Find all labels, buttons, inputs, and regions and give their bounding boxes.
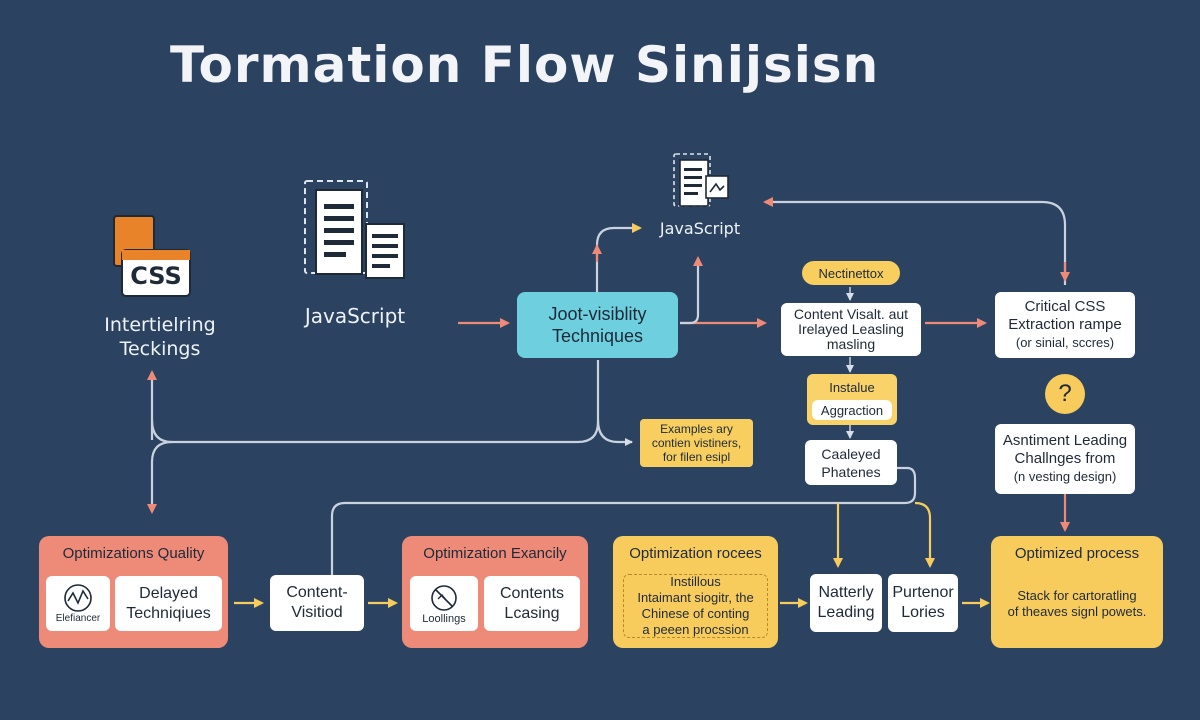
- contents-line2: Lcasing: [504, 604, 560, 622]
- delayed-line2: Techniqiues: [126, 604, 211, 622]
- chart-icon: [64, 584, 92, 612]
- examples-line1: Examples ary: [660, 422, 733, 436]
- group-optimization-rocees[interactable]: Optimization rocees Instillous Intaimant…: [613, 536, 778, 648]
- document-icon: [302, 178, 410, 282]
- chart-icon-box[interactable]: Elefiancer: [46, 576, 110, 631]
- content-visual-line1: Content Visalt. aut: [793, 306, 909, 322]
- assessment-line1: Asntiment Leading: [1002, 432, 1128, 449]
- critical-line1: Critical CSS: [1024, 298, 1106, 315]
- group2-title: Optimization Exancily: [423, 545, 567, 562]
- content-visual-line3: masling: [826, 336, 876, 352]
- connector-left-to-techniques: [150, 360, 600, 444]
- content-visual-line2: Irelayed Leasling: [798, 321, 904, 337]
- content-visitiod-line1: Content-: [286, 584, 348, 601]
- natterly-line2: Leading: [817, 604, 875, 621]
- content-visual-node[interactable]: Content Visalt. aut Irelayed Leasling ma…: [781, 303, 921, 356]
- group-optimization-exancily[interactable]: Optimization Exancily Loollings Contents…: [402, 536, 588, 648]
- caaleyed-line1: Caaleyed: [821, 445, 881, 462]
- doc-label: JavaScript: [304, 304, 406, 328]
- content-visitiod-node[interactable]: Content- Visitiod: [270, 575, 364, 631]
- contents-leasing-box[interactable]: Contents Lcasing: [484, 576, 580, 631]
- caaleyed-line2: Phatenes: [821, 463, 881, 480]
- group4-title: Optimized process: [1014, 545, 1140, 562]
- nectinettox-pill[interactable]: Nectinettox: [802, 261, 900, 285]
- aggraction-label: Aggraction: [820, 402, 884, 418]
- instalue-node[interactable]: Instalue Aggraction: [807, 374, 897, 425]
- delayed-line1: Delayed: [139, 584, 198, 602]
- assessment-line3: (n vesting design): [1013, 469, 1117, 484]
- assessment-line2: Challnges from: [1014, 450, 1116, 467]
- instalue-label: Instalue: [829, 380, 875, 395]
- purtenor-line2: Lories: [901, 604, 945, 621]
- group-optimizations-quality[interactable]: Optimizations Quality Elefiancer Delayed…: [39, 536, 228, 648]
- no-entry-icon-label: Loollings: [422, 612, 466, 625]
- no-entry-icon: [431, 584, 457, 611]
- left-label-line2: Teckings: [119, 338, 201, 360]
- diagram-title: Tormation Flow Sinijsisn: [170, 36, 880, 94]
- critical-line2: Extraction rampe: [1008, 316, 1122, 333]
- caaleyed-node[interactable]: Caaleyed Phatenes: [805, 440, 897, 485]
- left-label: Intertielring Teckings: [80, 313, 240, 361]
- delayed-techniques-box[interactable]: Delayed Techniqiues: [115, 576, 222, 631]
- group3-title: Optimization rocees: [629, 545, 762, 562]
- instillous-box: Instillous Intaimant siogitr, the Chines…: [623, 574, 768, 638]
- connector-techniques-to-js: [595, 223, 642, 292]
- contents-line1: Contents: [499, 584, 565, 602]
- connector-to-purtenor: [914, 501, 935, 568]
- no-entry-icon-box[interactable]: Loollings: [410, 576, 478, 631]
- connector-left-down: [147, 440, 173, 514]
- content-visitiod-line2: Visitiod: [291, 604, 343, 621]
- left-label-line1: Intertielring: [104, 314, 216, 336]
- natterly-line1: Natterly: [818, 584, 874, 601]
- instillous-line3: Chinese of conting: [641, 606, 750, 621]
- optimized-line1: Stack for cartoratling: [1017, 588, 1137, 603]
- instillous-line2: Intaimant siogitr, the: [637, 590, 754, 605]
- techniques-line2: Techniques: [551, 326, 644, 346]
- purtenor-node[interactable]: Purtenor Lories: [888, 574, 958, 632]
- question-icon: ?: [1045, 374, 1085, 414]
- connector-critical-loop: [763, 197, 1067, 285]
- purtenor-line1: Purtenor: [892, 584, 954, 601]
- connector-to-examples: [596, 419, 633, 446]
- examples-node[interactable]: Examples ary contien vistiners, for file…: [640, 419, 753, 467]
- javascript-file-icon: [672, 152, 732, 210]
- aggraction-box: Aggraction: [812, 400, 892, 420]
- instillous-line1: Instillous: [670, 574, 721, 589]
- css-icon-text: CSS: [130, 262, 182, 290]
- group-optimized-process[interactable]: Optimized process Stack for cartoratling…: [991, 536, 1163, 648]
- techniques-node[interactable]: Joot-visiblity Techniques: [517, 292, 678, 358]
- optimized-inner: Stack for cartoratling of theaves signl …: [991, 588, 1163, 620]
- natterly-node[interactable]: Natterly Leading: [810, 574, 882, 632]
- examples-line3: for filen esipl: [662, 450, 731, 464]
- css-file-icon: CSS: [112, 214, 194, 298]
- js-label: JavaScript: [659, 219, 741, 238]
- assessment-node[interactable]: Asntiment Leading Challnges from (n vest…: [995, 424, 1135, 494]
- critical-line3: (or sinial, sccres): [1015, 335, 1115, 350]
- optimized-line2: of theaves signl powets.: [1007, 604, 1147, 619]
- chart-icon-label: Elefiancer: [55, 613, 101, 624]
- connector-bottom-loop: [330, 466, 917, 585]
- examples-line2: contien vistiners,: [651, 436, 742, 450]
- techniques-line1: Joot-visiblity: [548, 304, 647, 324]
- group1-title: Optimizations Quality: [62, 545, 205, 562]
- connector-js-vertical: [680, 256, 703, 325]
- critical-css-node[interactable]: Critical CSS Extraction rampe (or sinial…: [995, 292, 1135, 358]
- instillous-line4: a peeen procssion: [642, 622, 749, 637]
